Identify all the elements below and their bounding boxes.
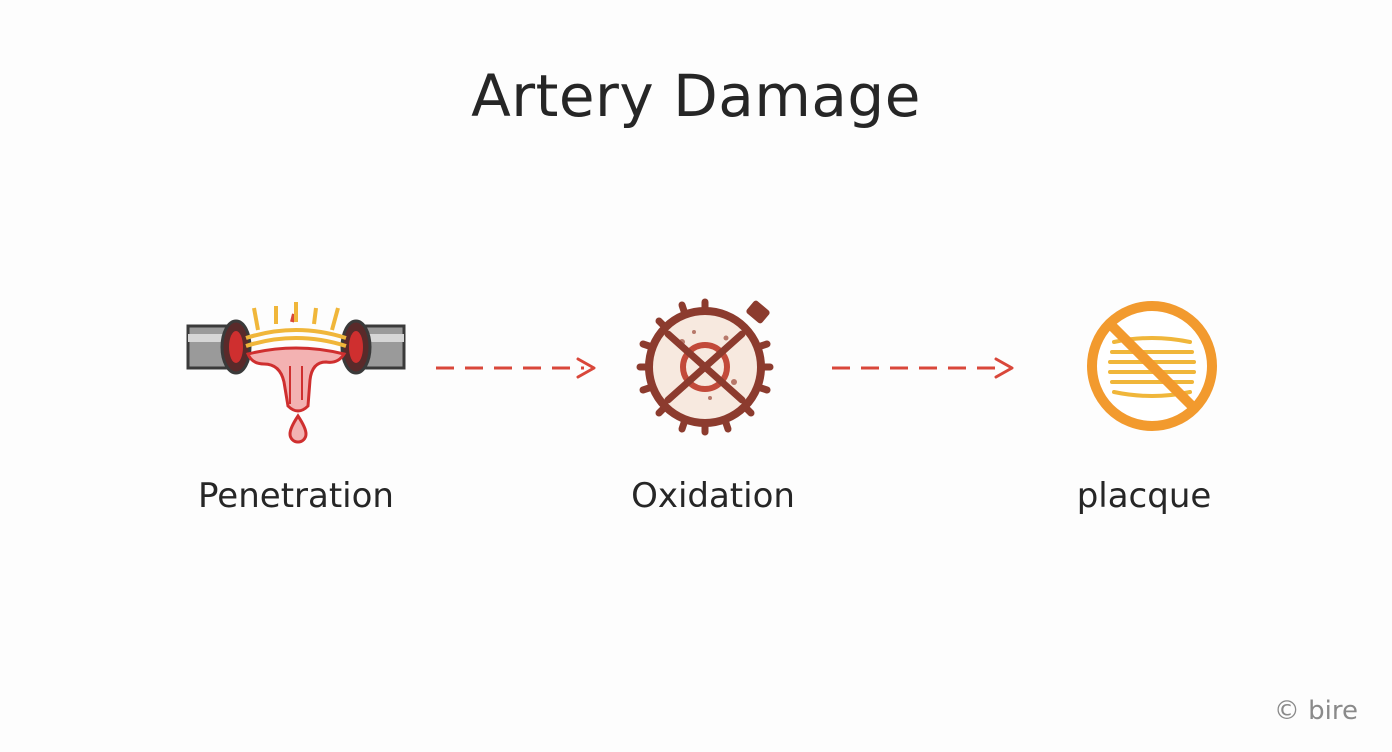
step-label-oxidation: Oxidation: [631, 476, 795, 516]
step-label-plaque: placque: [1076, 476, 1212, 516]
watermark: © bire: [1273, 696, 1358, 726]
oxidation-icon: [636, 298, 774, 436]
no-plaque-icon: [1087, 301, 1217, 431]
step-label-penetration: Penetration: [198, 476, 394, 516]
dashed-arrow-1: [436, 357, 596, 379]
artery-penetration-icon: [186, 302, 406, 444]
dashed-arrow-2: [832, 357, 1014, 379]
diagram-title: Artery Damage: [471, 62, 921, 130]
